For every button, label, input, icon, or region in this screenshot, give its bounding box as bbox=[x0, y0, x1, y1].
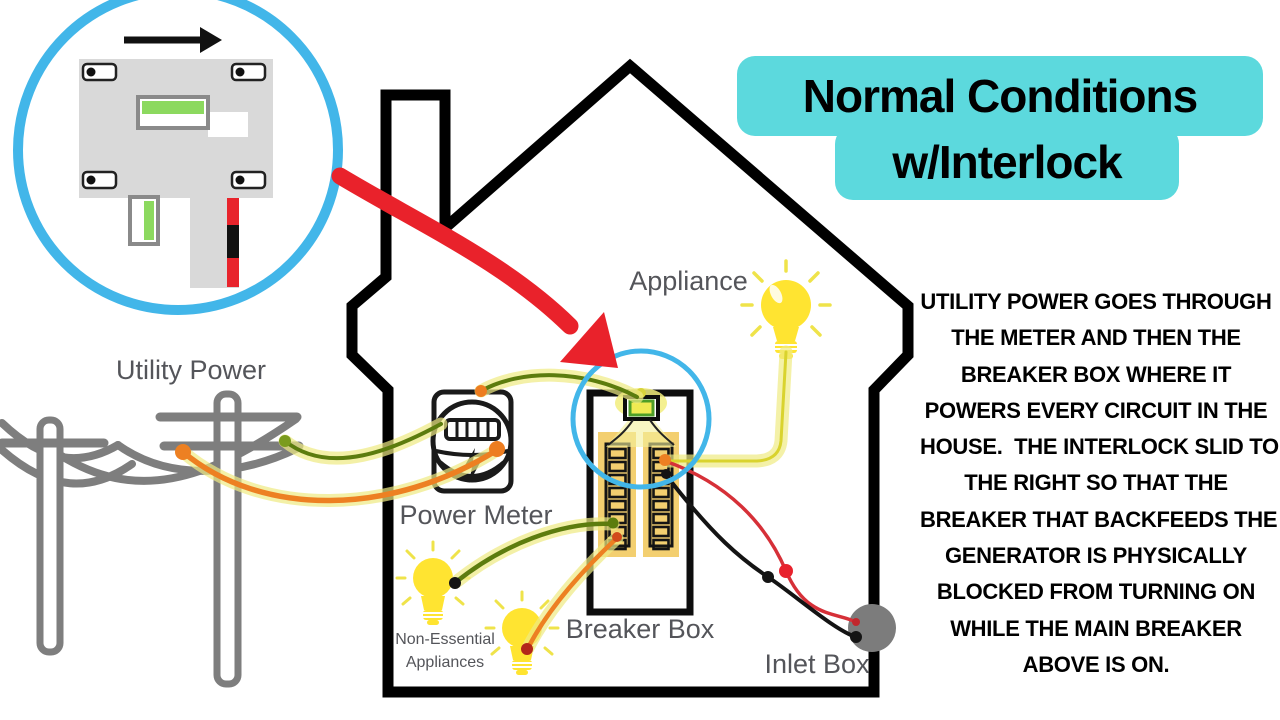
meter-digit-dividers bbox=[455, 421, 490, 438]
utility-power-label: Utility Power bbox=[115, 355, 267, 385]
breaker-highlight-circle bbox=[570, 348, 712, 490]
description-line: ABOVE IS ON. bbox=[1022, 651, 1170, 677]
wires bbox=[175, 350, 862, 655]
title-line-2: w/Interlock bbox=[835, 126, 1179, 200]
bulb-rays bbox=[484, 590, 560, 656]
breaker-column-right bbox=[643, 432, 679, 557]
description-line: THE METER AND THEN THE bbox=[951, 325, 1241, 351]
utility-pole-left bbox=[36, 416, 64, 656]
title-line-1: Normal Conditions bbox=[737, 56, 1263, 136]
utility-pole-right bbox=[213, 390, 242, 688]
red-pointer-arrow bbox=[331, 167, 618, 368]
interlock-slide-arrow-head bbox=[200, 27, 222, 53]
wire-junction-dots bbox=[175, 385, 862, 655]
description-line: GENERATOR IS PHYSICALLY bbox=[945, 543, 1247, 569]
generator-red-wire bbox=[663, 459, 858, 624]
generator-breaker-handle bbox=[144, 201, 154, 240]
bulb-highlight bbox=[769, 284, 783, 304]
non-essential-appliances-label: Non-Essential Appliances bbox=[381, 628, 509, 674]
interlock-slot-cutout bbox=[208, 112, 248, 137]
appliance-label: Appliance bbox=[629, 266, 748, 296]
non-essential-wire-2 bbox=[525, 535, 620, 651]
house-outline bbox=[346, 58, 914, 698]
inlet-box-circle bbox=[848, 604, 896, 652]
appliance-bulb bbox=[740, 259, 832, 359]
breaker-box-label: Breaker Box bbox=[565, 614, 715, 644]
power-meter-label: Power Meter bbox=[399, 500, 553, 530]
description-line: BLOCKED FROM TURNING ON bbox=[936, 579, 1256, 605]
utility-feed-wire bbox=[283, 422, 443, 461]
description-text: UTILITY POWER GOES THROUGH THE METER AND… bbox=[920, 284, 1279, 683]
description-line: POWERS EVERY CIRCUIT IN THE bbox=[924, 397, 1268, 423]
utility-wire bbox=[56, 415, 300, 485]
main-breaker-feeders bbox=[607, 419, 675, 446]
meter-to-breaker-wire bbox=[479, 373, 639, 399]
utility-poles bbox=[0, 390, 304, 688]
description-line: HOUSE. THE INTERLOCK SLID TO bbox=[920, 434, 1279, 460]
main-breaker-fan-glow bbox=[606, 418, 676, 447]
inlet-box-label: Inlet Box bbox=[764, 649, 870, 679]
description-line: BREAKER THAT BACKFEEDS THE bbox=[920, 506, 1278, 532]
non-essential-label-line2: Appliances bbox=[405, 654, 485, 671]
utility-wire bbox=[0, 446, 136, 488]
utility-feed-wire-orange bbox=[180, 447, 500, 504]
description-line: WHILE THE MAIN BREAKER bbox=[950, 615, 1242, 641]
interlock-blocked-bar bbox=[227, 198, 239, 287]
non-essential-label-line1: Non-Essential bbox=[395, 631, 495, 648]
non-essential-wire-1 bbox=[453, 521, 616, 585]
non-essential-bulb-1 bbox=[395, 540, 471, 625]
meter-digit-display bbox=[444, 418, 501, 441]
interlock-panel bbox=[79, 27, 273, 288]
description-line: THE RIGHT SO THAT THE bbox=[964, 470, 1228, 496]
appliance-circuit-wire bbox=[666, 350, 788, 463]
description-line: UTILITY POWER GOES THROUGH bbox=[920, 289, 1272, 314]
bulb-rays bbox=[740, 259, 832, 337]
description-line: BREAKER BOX WHERE IT bbox=[960, 361, 1232, 387]
main-breaker-handle-on bbox=[142, 101, 204, 114]
main-breaker-switch bbox=[628, 399, 655, 417]
breaker-box bbox=[586, 388, 694, 616]
interlock-screw-slots bbox=[81, 62, 267, 190]
